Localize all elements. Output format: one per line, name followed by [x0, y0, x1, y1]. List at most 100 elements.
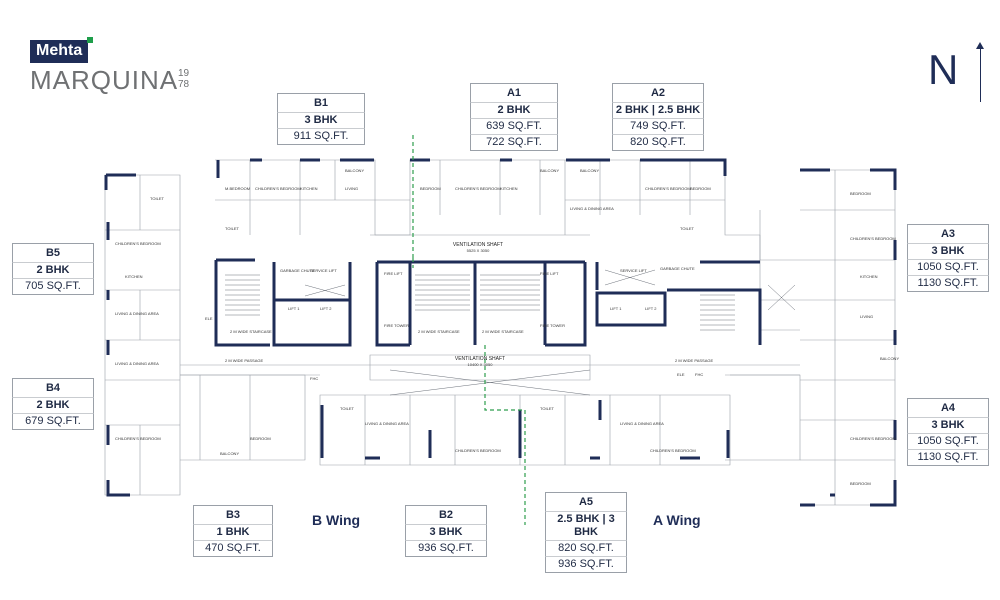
living-dining-label-b4: LIVING & DINING AREA — [115, 361, 159, 366]
unit-type: 2.5 BHK | 3 BHK — [545, 511, 627, 540]
living-dining-label-a5: LIVING & DINING AREA — [620, 421, 664, 426]
unit-card-a2: A2 2 BHK | 2.5 BHK 749 SQ.FT. 820 SQ.FT. — [612, 83, 704, 151]
ventilation-shaft-mid-label: VENTILATION SHAFT — [455, 356, 505, 362]
unit-area: 749 SQ.FT. — [612, 118, 704, 134]
fire-lift-label-right: FIRE LIFT — [540, 271, 559, 276]
unit-card-a3: A3 3 BHK 1050 SQ.FT. 1130 SQ.FT. — [907, 224, 989, 292]
unit-area: 1130 SQ.FT. — [907, 449, 989, 466]
ventilation-shaft-mid-dim: 10400 X 3050 — [468, 362, 494, 367]
unit-type: 2 BHK | 2.5 BHK — [612, 102, 704, 118]
unit-name: A2 — [612, 83, 704, 102]
toilet-label-a2: TOILET — [680, 226, 694, 231]
childrens-bedroom-label-b2: CHILDREN'S BEDROOM — [455, 448, 501, 453]
unit-card-a4: A4 3 BHK 1050 SQ.FT. 1130 SQ.FT. — [907, 398, 989, 466]
lift1-label-left: LIFT 1 — [288, 306, 300, 311]
bedroom-label-a4: BEDROOM — [850, 481, 871, 486]
bedroom-label-b3: BEDROOM — [250, 436, 271, 441]
north-arrow-icon — [976, 42, 984, 49]
brand-logo: Mehta — [30, 37, 94, 63]
bedroom-label-a2: BEDROOM — [690, 186, 711, 191]
toilet-label-a5: TOILET — [540, 406, 554, 411]
childrens-bedroom-label-a3: CHILDREN'S BEDROOM — [850, 236, 896, 241]
bedroom-label-a3: BEDROOM — [850, 191, 871, 196]
project-year: 19 78 — [178, 68, 189, 90]
bedroom-label-a1: BEDROOM — [420, 186, 441, 191]
unit-area: 936 SQ.FT. — [545, 556, 627, 573]
childrens-bedroom-label-a4: CHILDREN'S BEDROOM — [850, 436, 896, 441]
kitchen-label-b1: KITCHEN — [300, 186, 318, 191]
unit-area: 722 SQ.FT. — [470, 134, 558, 151]
balcony-label-a4: BALCONY — [880, 356, 899, 361]
fire-lift-label-left: FIRE LIFT — [384, 271, 403, 276]
kitchen-label-b5: KITCHEN — [125, 274, 143, 279]
unit-name: B4 — [12, 378, 94, 397]
toilet-label-b2: TOILET — [340, 406, 354, 411]
unit-type: 3 BHK — [907, 243, 989, 259]
staircase-label-mid-left: 2 M WIDE STAIRCASE — [418, 329, 460, 334]
staircase-label-mid-right: 2 M WIDE STAIRCASE — [482, 329, 524, 334]
unit-name: B5 — [12, 243, 94, 262]
project-logo: Mehta MARQUINA 19 78 — [30, 37, 189, 96]
b-wing-label: B Wing — [312, 512, 361, 528]
unit-card-b5: B5 2 BHK 705 SQ.FT. — [12, 243, 94, 295]
unit-type: 3 BHK — [907, 417, 989, 433]
year-bottom: 78 — [178, 79, 190, 90]
childrens-bedroom-label-a1: CHILDREN'S BEDROOM — [455, 186, 501, 191]
a-wing-label: A Wing — [653, 512, 701, 528]
unit-card-b1: B1 3 BHK 911 SQ.FT. — [277, 93, 365, 145]
balcony-label-b1: BALCONY — [345, 168, 364, 173]
unit-area: 1130 SQ.FT. — [907, 275, 989, 292]
childrens-bedroom-label-a5: CHILDREN'S BEDROOM — [650, 448, 696, 453]
garbage-label-right: GARBAGE CHUTE — [660, 266, 695, 271]
childrens-bedroom-label-a2: CHILDREN'S BEDROOM — [645, 186, 691, 191]
ele-label-right: ELE — [677, 372, 685, 377]
unit-area: 639 SQ.FT. — [470, 118, 558, 134]
north-letter: N — [928, 46, 959, 93]
unit-name: B2 — [405, 505, 487, 524]
lift1-label-right: LIFT 1 — [610, 306, 622, 311]
fire-tower-label-left: FIRE TOWER — [384, 323, 409, 328]
staircase-label-left: 2 M WIDE STAIRCASE — [230, 329, 272, 334]
living-label-a3: LIVING — [860, 314, 873, 319]
service-lift-label-left: SERVICE LIFT — [310, 268, 337, 273]
unit-name: B1 — [277, 93, 365, 112]
fhc-label-left: FHC — [310, 376, 318, 381]
childrens-bedroom-label-b5: CHILDREN'S BEDROOM — [115, 241, 161, 246]
unit-area: 936 SQ.FT. — [405, 540, 487, 557]
unit-card-b4: B4 2 BHK 679 SQ.FT. — [12, 378, 94, 430]
balcony-label-b3: BALCONY — [220, 451, 239, 456]
garbage-label-left: GARBAGE CHUTE — [280, 268, 315, 273]
unit-area: 1050 SQ.FT. — [907, 433, 989, 449]
unit-card-b2: B2 3 BHK 936 SQ.FT. — [405, 505, 487, 557]
unit-card-a1: A1 2 BHK 639 SQ.FT. 722 SQ.FT. — [470, 83, 558, 151]
fhc-label-right: FHC — [695, 372, 703, 377]
unit-type: 2 BHK — [12, 262, 94, 278]
toilet-label-b5: TOILET — [150, 196, 164, 201]
unit-name: B3 — [193, 505, 273, 524]
unit-type: 3 BHK — [277, 112, 365, 128]
toilet-label-b1: TOILET — [225, 226, 239, 231]
unit-area: 911 SQ.FT. — [277, 128, 365, 145]
balcony-label-a1: BALCONY — [540, 168, 559, 173]
passage-label-right: 2 M WIDE PASSAGE — [675, 358, 713, 363]
unit-area: 820 SQ.FT. — [612, 134, 704, 151]
logo-accent-square — [87, 37, 94, 43]
ventilation-shaft-top-dim: 5525 X 3050 — [467, 248, 490, 253]
project-name: MARQUINA — [30, 65, 179, 95]
lift2-label-right: LIFT 2 — [645, 306, 657, 311]
kitchen-label-a1: KITCHEN — [500, 186, 518, 191]
unit-card-b3: B3 1 BHK 470 SQ.FT. — [193, 505, 273, 557]
living-dining-label-a2: LIVING & DINING AREA — [570, 206, 614, 211]
m-bedroom-label-b1: M.BEDROOM — [225, 186, 250, 191]
service-lift-label-right: SERVICE LIFT — [620, 268, 647, 273]
unit-name: A1 — [470, 83, 558, 102]
north-indicator: N — [928, 42, 984, 102]
year-top: 19 — [178, 68, 190, 79]
childrens-bedroom-label-b4: CHILDREN'S BEDROOM — [115, 436, 161, 441]
balcony-label-a2: BALCONY — [580, 168, 599, 173]
unit-type: 2 BHK — [12, 397, 94, 413]
unit-area: 705 SQ.FT. — [12, 278, 94, 295]
childrens-bedroom-label-b1: CHILDREN'S BEDROOM — [255, 186, 301, 191]
brand-name: Mehta — [36, 42, 83, 59]
